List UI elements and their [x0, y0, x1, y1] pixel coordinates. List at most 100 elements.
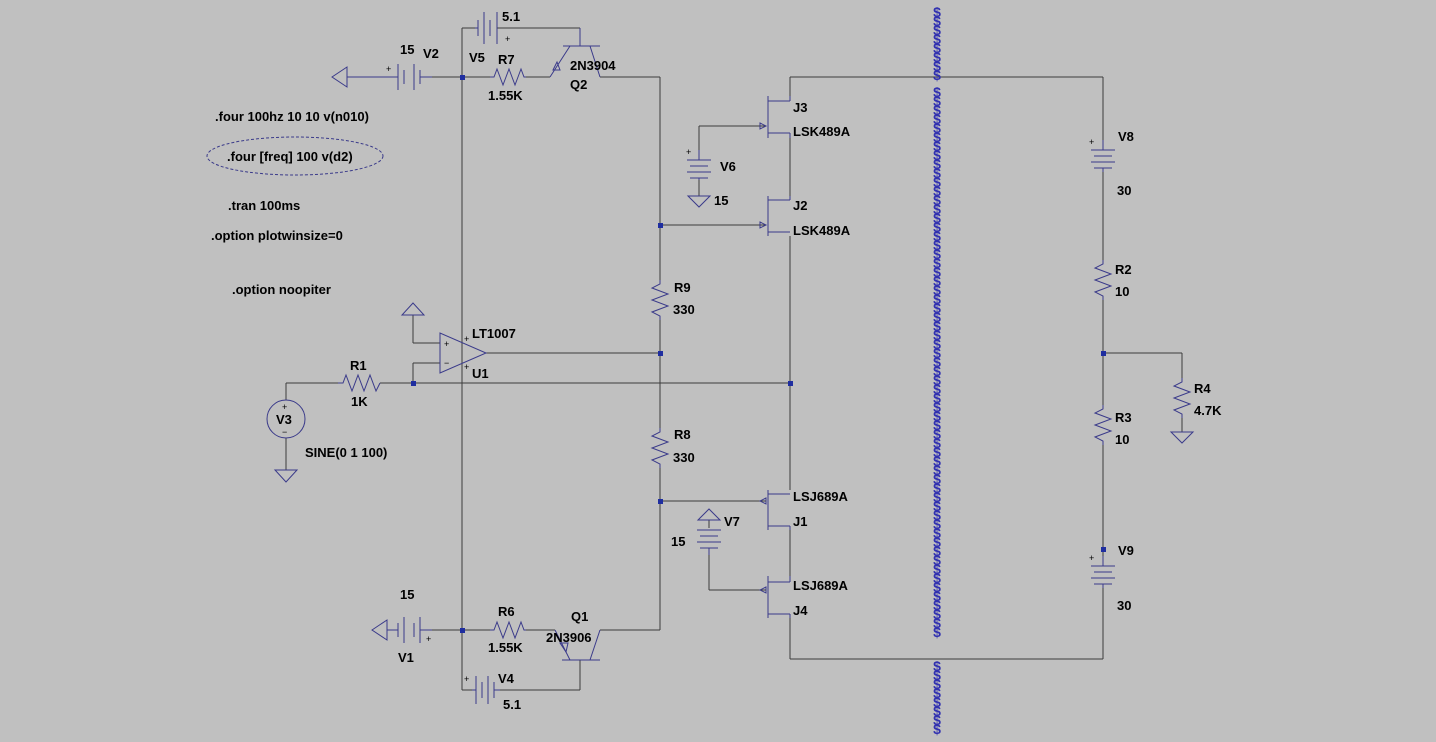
dollar-glyph: $ — [933, 291, 941, 307]
resistor-r8[interactable]: R8 330 — [650, 427, 695, 468]
u1-model: LT1007 — [472, 326, 516, 341]
jfet-j1[interactable]: LSJ689A J1 — [758, 489, 849, 530]
dollar-glyph: $ — [933, 264, 941, 280]
r8-value: 330 — [673, 450, 695, 465]
r1-value: 1K — [351, 394, 368, 409]
r7-name: R7 — [498, 52, 515, 67]
resistor-r3[interactable]: R3 10 — [1093, 405, 1132, 447]
resistor-r7[interactable]: R7 1.55K — [488, 52, 526, 103]
dollar-glyph: $ — [933, 372, 941, 388]
dollar-glyph: $ — [933, 667, 941, 683]
dollar-glyph: $ — [933, 192, 941, 208]
svg-text:+: + — [1089, 137, 1094, 147]
dollar-glyph: $ — [933, 22, 941, 38]
svg-text:−: − — [444, 358, 449, 368]
source-v3[interactable]: + V3 − SINE(0 1 100) — [266, 399, 387, 483]
r4-name: R4 — [1194, 381, 1211, 396]
dollar-glyph: $ — [933, 102, 941, 118]
dollar-glyph: $ — [933, 694, 941, 710]
battery-v4[interactable]: + V4 5.1 — [464, 671, 521, 712]
dollar-glyph: $ — [933, 67, 941, 83]
u1-name: U1 — [472, 366, 489, 381]
svg-text:+: + — [386, 64, 391, 74]
battery-v7[interactable]: V7 15 — [671, 508, 740, 555]
jfet-j3[interactable]: J3 LSK489A — [759, 96, 851, 139]
dollar-glyph: $ — [933, 120, 941, 136]
v4-name: V4 — [498, 671, 515, 686]
junctions — [411, 75, 1106, 633]
dollar-glyph: $ — [933, 129, 941, 145]
dollar-glyph: $ — [933, 525, 941, 541]
v4-value: 5.1 — [503, 697, 521, 712]
dollar-glyph: $ — [933, 435, 941, 451]
dollar-glyph: $ — [933, 111, 941, 127]
dollar-glyph: $ — [933, 507, 941, 523]
jfet-j2[interactable]: J2 LSK489A — [759, 196, 851, 238]
dollar-glyph: $ — [933, 336, 941, 352]
dollar-sign-column: $$$$$$$$$$$$$$$$$$$$$$$$$$$$$$$$$$$$$$$$… — [933, 4, 941, 737]
spice-directives: .four 100hz 10 10 v(n010) .four [freq] 1… — [206, 109, 384, 297]
dollar-glyph: $ — [933, 138, 941, 154]
svg-text:+: + — [1089, 553, 1094, 563]
resistor-r1[interactable]: R1 1K — [338, 358, 381, 409]
battery-v9[interactable]: + V9 30 — [1089, 543, 1134, 613]
v5-value: 5.1 — [502, 9, 520, 24]
dollar-glyph: $ — [933, 489, 941, 505]
dollar-glyph: $ — [933, 615, 941, 631]
resistor-r9[interactable]: R9 330 — [650, 280, 695, 320]
dollar-glyph: $ — [933, 658, 941, 674]
r2-name: R2 — [1115, 262, 1132, 277]
q1-model: 2N3906 — [546, 630, 592, 645]
battery-v2[interactable]: + 15 V2 — [331, 42, 439, 90]
j1-name: J1 — [793, 514, 807, 529]
dollar-glyph: $ — [933, 399, 941, 415]
transistor-q2[interactable]: 2N3904 Q2 — [549, 28, 616, 92]
j3-name: J3 — [793, 100, 807, 115]
svg-text:+: + — [505, 34, 510, 44]
dollar-glyph: $ — [933, 363, 941, 379]
dollar-glyph: $ — [933, 300, 941, 316]
j1-model: LSJ689A — [793, 489, 849, 504]
dollar-glyph: $ — [933, 390, 941, 406]
dollar-glyph: $ — [933, 237, 941, 253]
v8-name: V8 — [1118, 129, 1134, 144]
r9-name: R9 — [674, 280, 691, 295]
v3-name: V3 — [276, 412, 292, 427]
opamp-u1[interactable]: + − + + LT1007 U1 — [439, 326, 516, 381]
dollar-glyph: $ — [933, 471, 941, 487]
dollar-glyph: $ — [933, 480, 941, 496]
dollar-glyph: $ — [933, 516, 941, 532]
battery-v1[interactable]: + 15 V1 — [371, 587, 432, 665]
v7-value: 15 — [671, 534, 685, 549]
r6-name: R6 — [498, 604, 515, 619]
j4-name: J4 — [793, 603, 808, 618]
v2-value: 15 — [400, 42, 414, 57]
r3-value: 10 — [1115, 432, 1129, 447]
dollar-glyph: $ — [933, 543, 941, 559]
transistor-q1[interactable]: Q1 2N3906 — [546, 609, 601, 661]
dollar-glyph: $ — [933, 201, 941, 217]
v8-value: 30 — [1117, 183, 1131, 198]
dollar-glyph: $ — [933, 721, 941, 737]
dollar-glyph: $ — [933, 228, 941, 244]
resistor-r6[interactable]: R6 1.55K — [488, 604, 526, 655]
svg-text:+: + — [282, 402, 287, 412]
battery-v6[interactable]: + V6 15 — [686, 147, 736, 208]
noopiter-directive: .option noopiter — [232, 282, 331, 297]
dollar-glyph: $ — [933, 273, 941, 289]
svg-text:+: + — [464, 334, 469, 344]
dollar-glyph: $ — [933, 147, 941, 163]
resistor-r2[interactable]: R2 10 — [1093, 260, 1132, 300]
v1-value: 15 — [400, 587, 414, 602]
plotwinsize-directive: .option plotwinsize=0 — [211, 228, 343, 243]
dollar-glyph: $ — [933, 327, 941, 343]
battery-v8[interactable]: + V8 30 — [1089, 129, 1134, 198]
v2-name: V2 — [423, 46, 439, 61]
dollar-glyph: $ — [933, 183, 941, 199]
wires — [285, 27, 1183, 691]
dollar-glyph: $ — [933, 426, 941, 442]
battery-v5[interactable]: + 5.1 V5 — [469, 9, 520, 65]
resistor-r4[interactable]: R4 4.7K — [1169, 378, 1222, 444]
jfet-j4[interactable]: LSJ689A J4 — [758, 576, 849, 618]
